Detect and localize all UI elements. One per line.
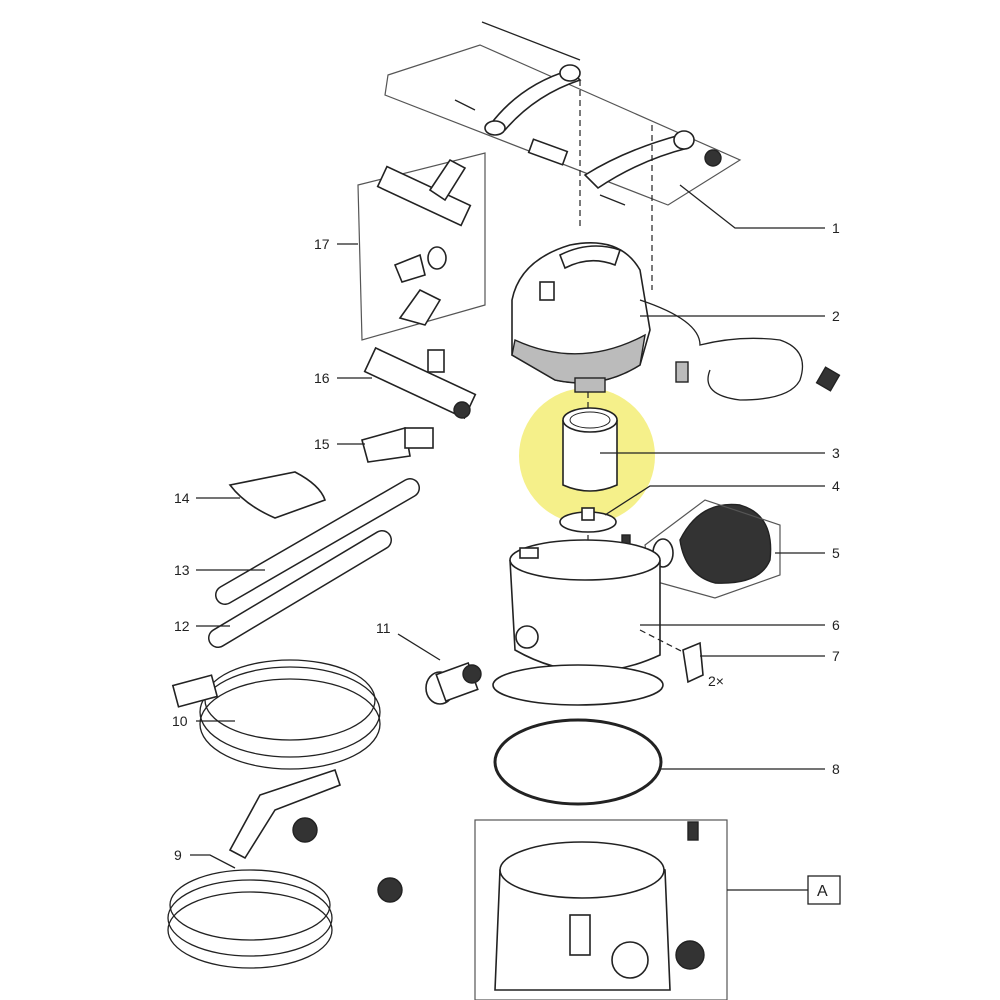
part-14-cloth[interactable] — [228, 471, 327, 519]
callout-9: 9 — [174, 847, 182, 863]
part-13-suction-tube[interactable] — [215, 478, 420, 605]
leader-lines — [190, 184, 825, 891]
part-10-suction-hose[interactable] — [171, 659, 381, 770]
part-1-handle-kit[interactable] — [384, 21, 742, 290]
part-3-cartridge-filter[interactable] — [562, 392, 618, 492]
quantity-note: 2× — [708, 673, 724, 689]
callout-7: 7 — [832, 648, 840, 664]
part-6-container-top[interactable] — [492, 539, 664, 706]
part-5-filter-bag[interactable] — [644, 499, 781, 599]
callout-16: 16 — [314, 370, 330, 386]
part-9-hose-with-handle[interactable] — [167, 768, 403, 969]
callout-3: 3 — [832, 445, 840, 461]
assembly-a-label: A — [817, 883, 828, 900]
callout-15: 15 — [314, 436, 330, 452]
callout-2: 2 — [832, 308, 840, 324]
callout-4: 4 — [832, 478, 840, 494]
callout-6: 6 — [832, 617, 840, 633]
callout-11: 11 — [376, 620, 391, 636]
part-8-seal-ring[interactable] — [493, 718, 663, 806]
callout-10: 10 — [172, 713, 188, 729]
part-7-clip[interactable] — [639, 629, 704, 684]
part-11-hose-fitting[interactable] — [425, 662, 482, 705]
callout-17: 17 — [314, 236, 330, 252]
callout-12: 12 — [174, 618, 190, 634]
part-12-suction-tube[interactable] — [208, 530, 392, 648]
part-16-floor-nozzle[interactable] — [363, 346, 477, 420]
callout-1: 1 — [832, 220, 840, 236]
part-2-motor-head[interactable] — [511, 242, 841, 401]
callout-13: 13 — [174, 562, 190, 578]
assembly-a-label-box — [807, 875, 841, 905]
part-17-nozzle-set[interactable] — [357, 152, 486, 341]
callout-8: 8 — [832, 761, 840, 777]
part-15-upholstery-nozzle[interactable] — [361, 426, 434, 463]
assembly-a-container[interactable] — [474, 819, 728, 1000]
callout-5: 5 — [832, 545, 840, 561]
callout-14: 14 — [174, 490, 190, 506]
